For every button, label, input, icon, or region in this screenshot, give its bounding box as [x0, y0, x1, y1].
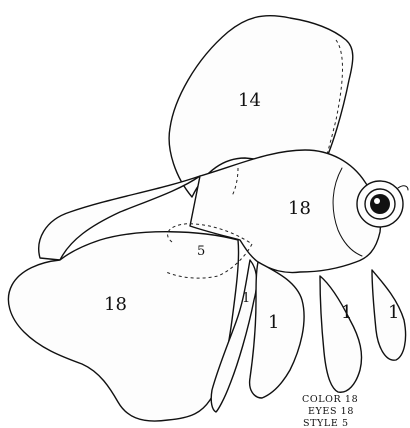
- dorsal-fin-number: 14: [238, 90, 261, 111]
- ventral-fin-front-number: 1: [242, 291, 250, 306]
- eye-pupil: [370, 194, 390, 214]
- anal-fin-left-number: 1: [341, 302, 352, 323]
- mouth-line: [398, 186, 408, 190]
- legend-eyes: EYES 18: [308, 406, 354, 417]
- body-number: 18: [288, 198, 311, 219]
- tail-fin: [8, 232, 238, 421]
- ventral-fin-mid-number: 1: [268, 312, 279, 333]
- legend-color: COLOR 18: [302, 394, 358, 405]
- eye-highlight: [374, 198, 380, 204]
- anal-fin-left: [320, 276, 362, 392]
- legend-style: STYLE 5: [303, 418, 349, 428]
- pectoral-fin-number: 5: [197, 244, 205, 259]
- anal-fin-right-number: 1: [388, 302, 399, 323]
- tail-number: 18: [104, 294, 127, 315]
